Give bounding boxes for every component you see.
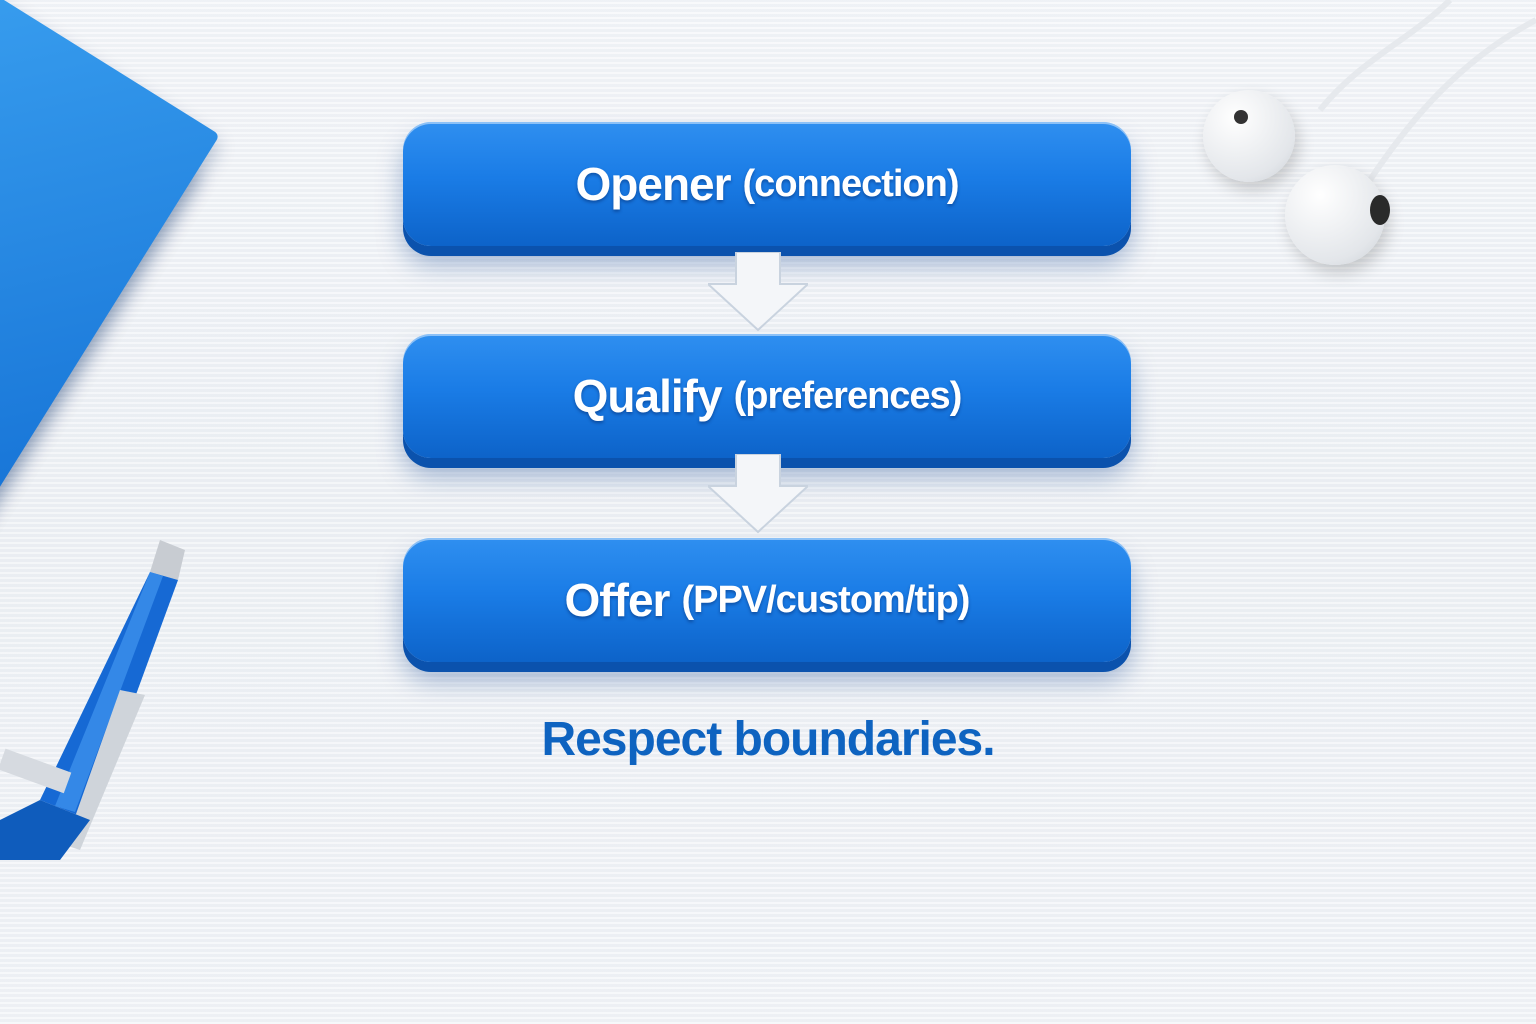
arrow-down-icon [708,454,808,534]
earbud-speaker-icon [1234,110,1248,124]
earbud-cable-icon [1317,0,1536,182]
step-detail: (connection) [742,162,960,205]
step-title: Qualify [572,370,723,422]
arrow-down-icon [708,252,808,332]
step-title: Opener [575,158,731,210]
step-detail: (preferences) [733,374,963,417]
earbud-icon [1285,165,1385,265]
step-qualify: Qualify (preferences) [403,334,1131,458]
earbud-icon [1203,90,1295,182]
earbud-speaker-icon [1370,195,1390,225]
step-offer: Offer (PPV/custom/tip) [403,538,1131,662]
pen-icon [0,540,185,860]
step-title: Offer [564,574,671,626]
footer-note: Respect boundaries. [541,713,995,766]
step-opener: Opener (connection) [403,122,1131,246]
step-detail: (PPV/custom/tip) [681,578,970,621]
